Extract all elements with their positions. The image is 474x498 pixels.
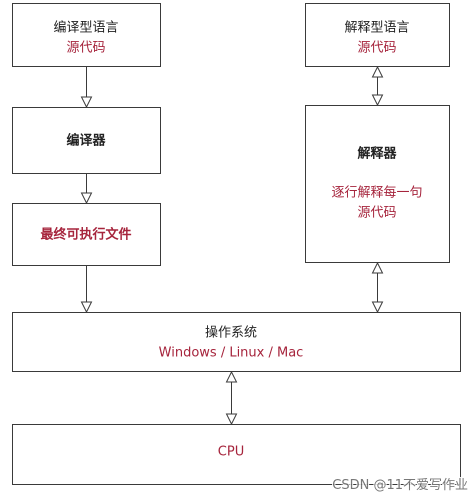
watermark: CSDN @11不爱写作业: [332, 478, 468, 493]
node-interpreter: 解释器 逐行解释每一句 源代码: [305, 105, 450, 263]
node-cpu-title: CPU: [218, 445, 244, 460]
node-compiler-title: 编译器: [66, 133, 106, 149]
node-interpreted-language-box: [305, 3, 450, 67]
node-operating-system-title: 操作系统: [205, 325, 257, 341]
arrowhead-up: [371, 65, 384, 78]
node-operating-system-box: [12, 312, 461, 372]
arrowhead-up: [225, 370, 238, 383]
arrowhead-down: [371, 301, 384, 314]
node-interpreted-language: 解释型语言 源代码: [305, 3, 450, 67]
node-interpreter-line1: 逐行解释每一句: [331, 185, 422, 201]
node-operating-system-subtitle: Windows / Linux / Mac: [159, 346, 304, 361]
arrowhead-down: [371, 94, 384, 107]
arrowhead-down: [225, 413, 238, 426]
edge-compiled-language-to-compiler: [80, 67, 93, 109]
edge-operating-system-to-cpu: [225, 370, 238, 426]
edge-interpreted-language-to-interpreter: [371, 65, 384, 107]
node-executable: 最终可执行文件: [12, 203, 161, 266]
node-interpreted-language-title: 解释型语言: [344, 21, 409, 36]
node-executable-box: [12, 203, 161, 266]
edge-executable-to-operating-system: [80, 266, 93, 314]
node-compiled-language: 编译型语言 源代码: [12, 3, 161, 67]
node-compiled-language-title: 编译型语言: [53, 21, 118, 36]
node-operating-system: 操作系统 Windows / Linux / Mac: [12, 312, 461, 372]
arrowhead-down: [80, 96, 93, 109]
edge-interpreter-to-operating-system: [371, 261, 384, 314]
node-executable-title: 最终可执行文件: [40, 227, 131, 243]
node-interpreter-line2: 源代码: [357, 206, 396, 221]
node-interpreter-box: [305, 105, 450, 263]
node-interpreted-language-subtitle: 源代码: [357, 41, 396, 56]
node-compiled-language-subtitle: 源代码: [66, 41, 105, 56]
arrowhead-up: [371, 261, 384, 274]
arrowhead-down: [80, 192, 93, 205]
node-cpu-box: [12, 424, 461, 485]
edge-compiler-to-executable: [80, 174, 93, 205]
node-cpu: CPU: [12, 424, 461, 485]
node-compiler: 编译器: [12, 107, 161, 174]
node-interpreter-title: 解释器: [356, 146, 397, 162]
node-compiled-language-box: [12, 3, 161, 67]
arrowhead-down: [80, 301, 93, 314]
